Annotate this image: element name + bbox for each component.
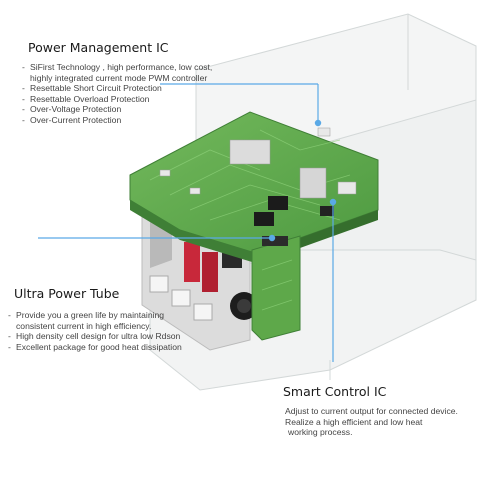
power-ic-feature: -SiFirst Technology , high performance, …: [22, 62, 213, 72]
power-ic-title: Power Management IC: [28, 40, 169, 55]
smart-ic-title: Smart Control IC: [283, 384, 387, 399]
power-ic-feature: -Resettable Overload Protection: [22, 93, 150, 104]
smart-ic-line: Realize a high efficient and low heat: [285, 416, 423, 427]
power-tube-chip: [254, 212, 274, 226]
smart-control-chip: [320, 206, 334, 216]
smart-ic-description: Adjust to current output for connected d…: [285, 406, 458, 438]
usb-port-red: [184, 242, 200, 282]
power-ic-chip: [268, 196, 288, 210]
power-ic-feature: -Resettable Short Circuit Protection: [22, 83, 162, 94]
power-tube-feature: -Provide you a green life by maintaining: [8, 310, 165, 320]
power-ic-feature: -Over-Voltage Protection: [22, 104, 122, 115]
power-tube-feature: -High density cell design for ultra low …: [8, 331, 181, 342]
power-ic-feature: -Over-Current Protection: [22, 114, 122, 125]
power-tube-feature: -Excellent package for good heat dissipa…: [8, 341, 182, 352]
pcb-board: [129, 111, 379, 341]
power-ic-features: -SiFirst Technology , high performance, …: [22, 62, 212, 126]
power-tube-title: Ultra Power Tube: [14, 286, 120, 301]
usb-port-red-2: [202, 252, 218, 292]
smart-ic-line: Adjust to current output for connected d…: [285, 406, 458, 416]
power-tube-feature: consistent current in high efficiency.: [16, 320, 152, 331]
power-ic-feature: highly integrated current mode PWM contr…: [30, 72, 208, 83]
smart-ic-line: working process.: [288, 427, 353, 438]
callout-lines: [38, 83, 337, 362]
power-tube-features: -Provide you a green life by maintaining…: [8, 310, 182, 352]
